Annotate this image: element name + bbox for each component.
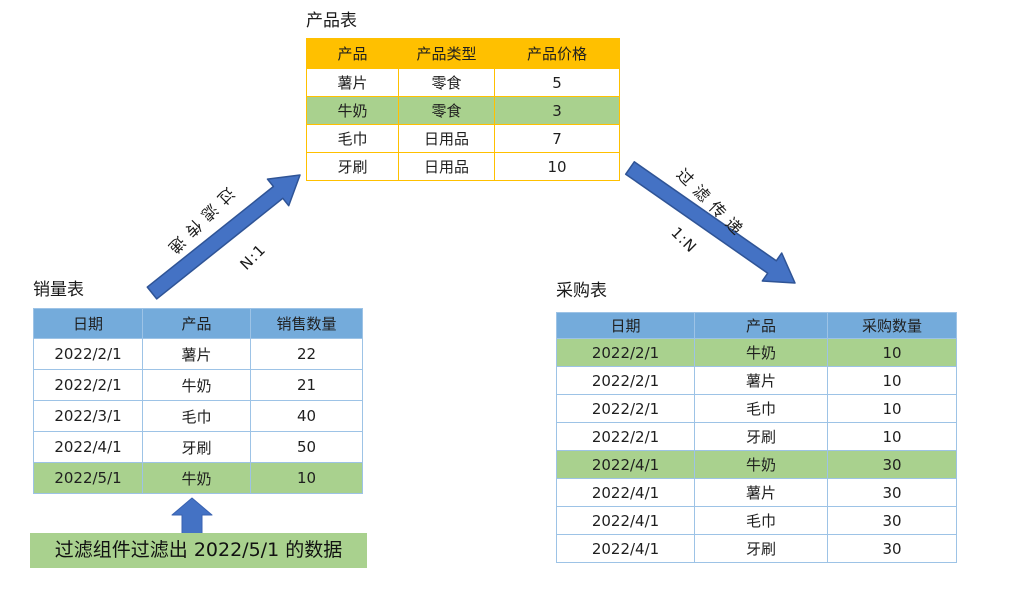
table-cell: 30 (827, 450, 957, 479)
table-cell: 2022/2/1 (556, 338, 695, 367)
table-cell: 牛奶 (306, 96, 399, 125)
column-header: 产品价格 (494, 38, 620, 69)
column-header: 产品类型 (398, 38, 495, 69)
table-cell: 薯片 (694, 478, 828, 507)
purchase-table-title: 采购表 (556, 281, 607, 301)
table-cell: 2022/2/1 (556, 394, 695, 423)
table-cell: 21 (250, 369, 363, 401)
column-header: 采购数量 (827, 312, 957, 339)
filter-annotation: 过滤组件过滤出 2022/5/1 的数据 (30, 533, 367, 568)
column-header: 产品 (142, 308, 251, 339)
header-row: 日期产品采购数量 (556, 312, 957, 339)
filter-arrow-up-right-icon (146, 174, 301, 300)
table-cell: 40 (250, 400, 363, 432)
table-cell: 薯片 (306, 68, 399, 97)
table-cell: 牙刷 (694, 422, 828, 451)
column-header: 销售数量 (250, 308, 363, 339)
table-cell: 10 (494, 152, 620, 181)
table-cell: 牙刷 (142, 431, 251, 463)
table-cell: 30 (827, 478, 957, 507)
table-cell: 2022/4/1 (556, 534, 695, 563)
table-cell: 牙刷 (306, 152, 399, 181)
column-header: 产品 (306, 38, 399, 69)
table-cell: 2022/4/1 (556, 450, 695, 479)
table-cell: 3 (494, 96, 620, 125)
table-cell: 5 (494, 68, 620, 97)
table-cell: 2022/2/1 (556, 422, 695, 451)
table-cell: 2022/4/1 (33, 431, 143, 463)
table-cell: 日用品 (398, 124, 495, 153)
table-cell: 7 (494, 124, 620, 153)
table-cell: 牛奶 (694, 450, 828, 479)
header-row: 日期产品销售数量 (33, 308, 363, 339)
table-cell: 毛巾 (142, 400, 251, 432)
table-cell: 10 (250, 462, 363, 494)
table-cell: 薯片 (142, 338, 251, 370)
table-cell: 2022/2/1 (556, 366, 695, 395)
table-cell: 日用品 (398, 152, 495, 181)
table-cell: 50 (250, 431, 363, 463)
header-row: 产品产品类型产品价格 (306, 38, 620, 69)
table-cell: 22 (250, 338, 363, 370)
column-header: 产品 (694, 312, 828, 339)
filter-arrow-up-icon (171, 497, 213, 534)
table-cell: 2022/2/1 (33, 369, 143, 401)
table-cell: 牛奶 (694, 338, 828, 367)
table-cell: 牙刷 (694, 534, 828, 563)
table-cell: 毛巾 (306, 124, 399, 153)
table-cell: 零食 (398, 68, 495, 97)
table-cell: 毛巾 (694, 394, 828, 423)
table-cell: 薯片 (694, 366, 828, 395)
table-cell: 2022/5/1 (33, 462, 143, 494)
table-cell: 10 (827, 366, 957, 395)
table-cell: 零食 (398, 96, 495, 125)
table-cell: 10 (827, 338, 957, 367)
sales-table-title: 销量表 (33, 280, 84, 300)
column-header: 日期 (556, 312, 695, 339)
filter-arrow-down-right-icon (624, 161, 796, 284)
product-table-title: 产品表 (306, 11, 357, 31)
table-cell: 30 (827, 534, 957, 563)
column-header: 日期 (33, 308, 143, 339)
table-cell: 2022/4/1 (556, 506, 695, 535)
table-cell: 2022/3/1 (33, 400, 143, 432)
table-cell: 2022/4/1 (556, 478, 695, 507)
table-cell: 牛奶 (142, 462, 251, 494)
table-cell: 30 (827, 506, 957, 535)
table-cell: 2022/2/1 (33, 338, 143, 370)
table-cell: 毛巾 (694, 506, 828, 535)
table-cell: 牛奶 (142, 369, 251, 401)
table-cell: 10 (827, 422, 957, 451)
table-cell: 10 (827, 394, 957, 423)
